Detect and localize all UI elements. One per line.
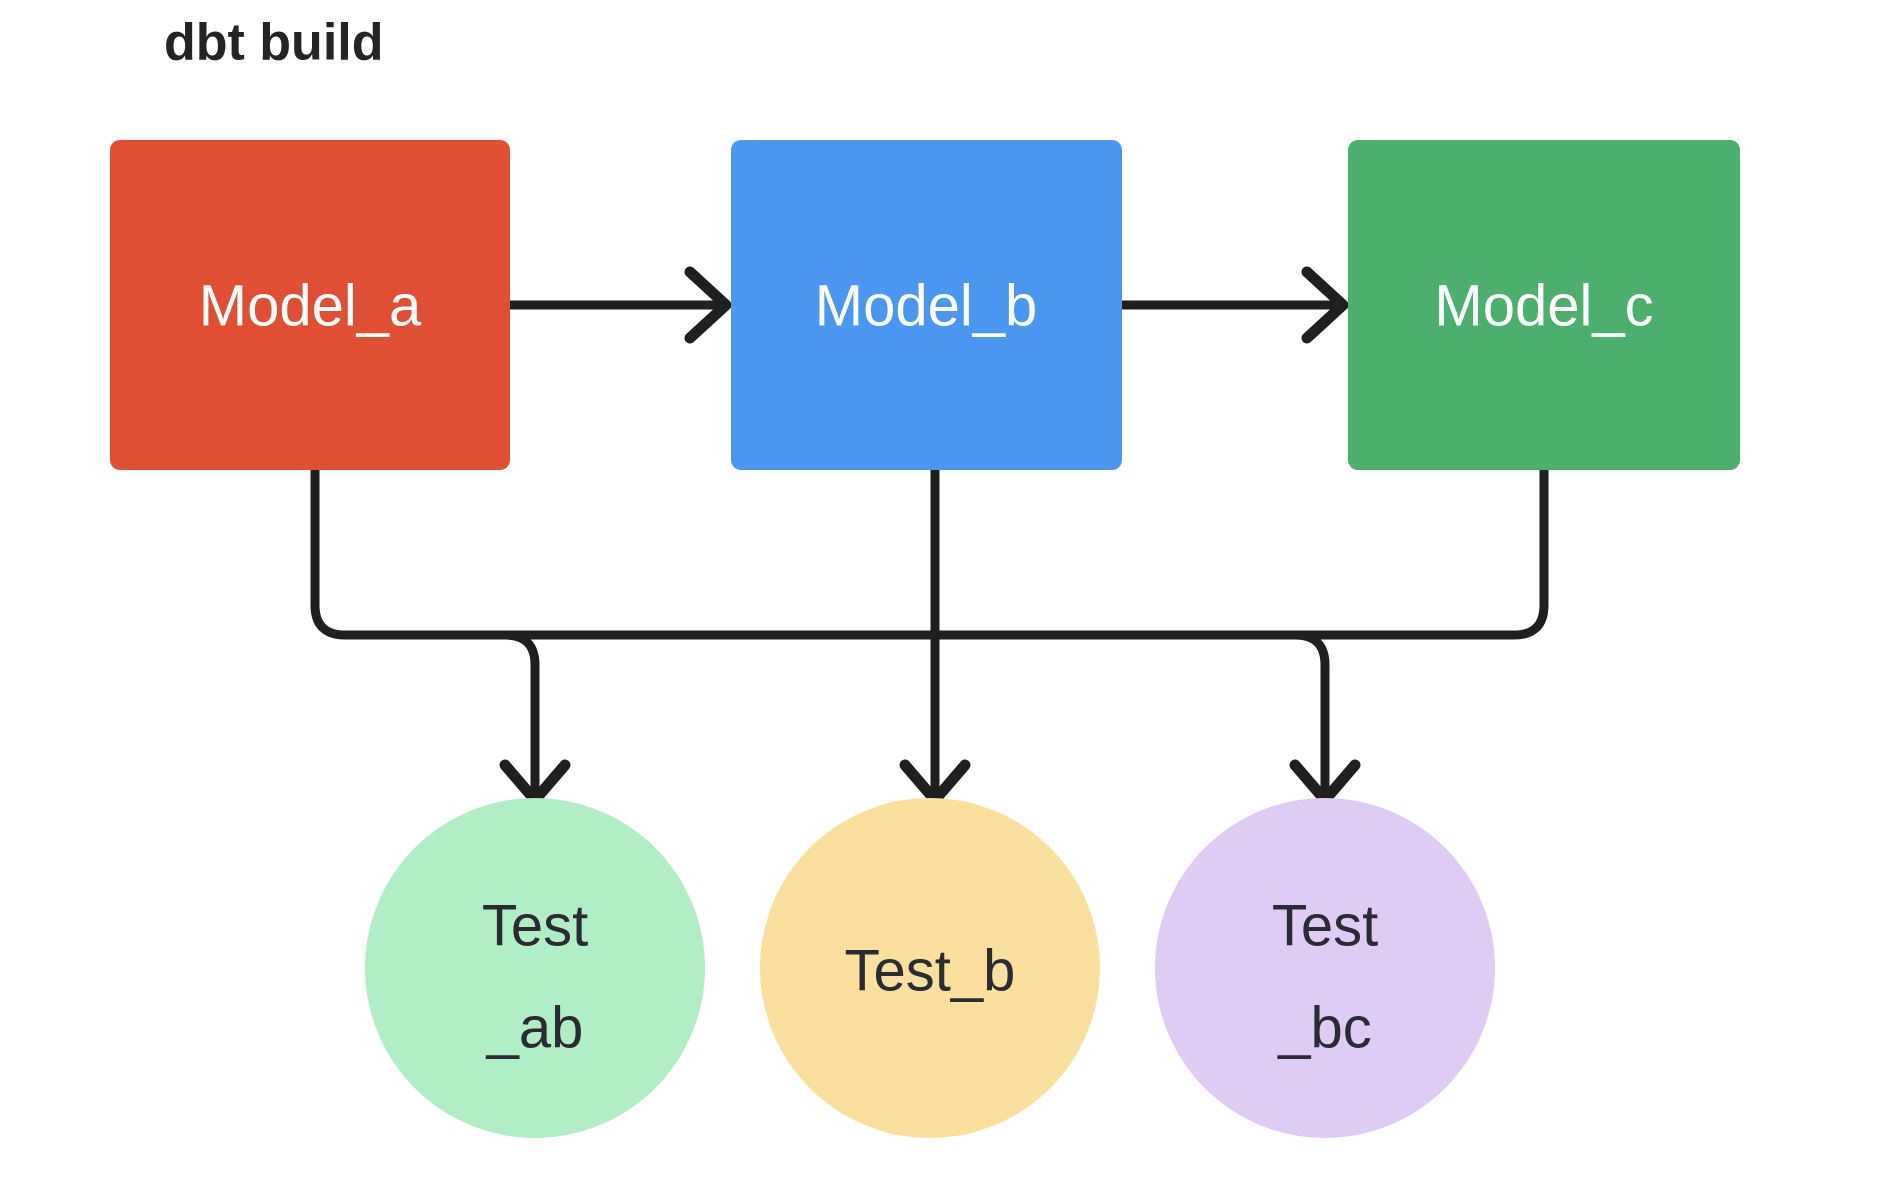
test-bc-label-line2: _bc: [1277, 995, 1372, 1060]
test-ab-label-line2: _ab: [486, 995, 584, 1060]
node-model-c[interactable]: Model_c: [1348, 140, 1740, 470]
node-model-a[interactable]: Model_a: [110, 140, 510, 470]
test-bc-shape[interactable]: [1155, 798, 1495, 1138]
arrowhead-model-b-icon: [684, 266, 732, 344]
node-test-bc[interactable]: Test _bc: [1155, 798, 1495, 1138]
edge-group-model-to-test: [310, 465, 1549, 806]
edge-model-c-to-bus: [1509, 465, 1549, 640]
edge-branch-to-test-ab: [500, 630, 540, 797]
model-b-label: Model_b: [815, 273, 1037, 338]
model-b-shape[interactable]: [731, 140, 1122, 470]
node-test-ab[interactable]: Test _ab: [365, 798, 705, 1138]
model-a-shape[interactable]: [110, 140, 510, 470]
model-c-shape[interactable]: [1348, 140, 1740, 470]
test-b-label-line1: Test_b: [845, 938, 1016, 1003]
edge-group-model-to-model: [505, 266, 1349, 344]
arrowhead-model-c-icon: [1301, 266, 1349, 344]
model-c-label: Model_c: [1434, 273, 1653, 338]
test-b-shape[interactable]: [760, 798, 1100, 1138]
edge-branch-to-test-bc: [1290, 630, 1330, 797]
model-a-label: Model_a: [199, 273, 422, 338]
node-test-b[interactable]: Test_b: [760, 798, 1100, 1138]
page-title: dbt build: [164, 14, 383, 72]
node-model-b[interactable]: Model_b: [731, 140, 1122, 470]
test-ab-label-line1: Test: [482, 893, 588, 958]
test-ab-shape[interactable]: [365, 798, 705, 1138]
test-bc-label-line1: Test: [1272, 893, 1378, 958]
edge-bus-horizontal: [310, 465, 1519, 640]
